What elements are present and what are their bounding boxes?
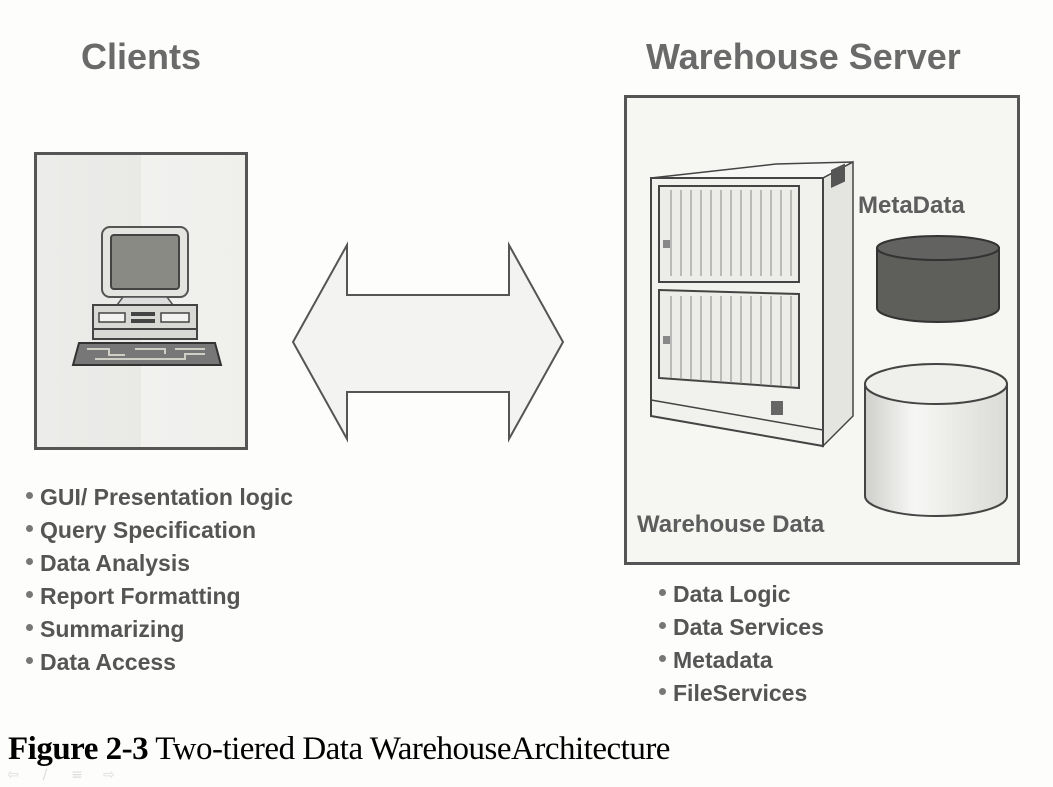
bullet-icon bbox=[659, 622, 666, 630]
bullet-icon bbox=[26, 591, 33, 599]
bullet-icon bbox=[659, 688, 666, 696]
next-slide-icon[interactable]: ⇨ bbox=[103, 767, 115, 783]
warehouse-server-heading: Warehouse Server bbox=[646, 36, 961, 77]
list-item: FileServices bbox=[659, 677, 824, 710]
list-item: Report Formatting bbox=[26, 580, 293, 613]
list-item: Data Access bbox=[26, 646, 293, 679]
bullet-icon bbox=[659, 589, 666, 597]
figure-number: Figure 2-3 bbox=[8, 731, 149, 767]
figure-title: Two-tiered Data WarehouseArchitecture bbox=[148, 731, 670, 767]
warehouse-database-icon bbox=[864, 363, 1008, 517]
bullet-icon bbox=[26, 657, 33, 665]
metadata-label: MetaData bbox=[858, 192, 965, 219]
list-item: Data Services bbox=[659, 611, 824, 644]
clients-heading: Clients bbox=[81, 36, 202, 77]
client-functions-list: GUI/ Presentation logic Query Specificat… bbox=[26, 481, 293, 679]
warehouse-data-label: Warehouse Data bbox=[637, 511, 825, 538]
list-item: Data Logic bbox=[659, 578, 824, 611]
figure-caption: Figure 2-3 Two-tiered Data WarehouseArch… bbox=[8, 731, 670, 768]
slide-nav-controls: ⇦ ∕ ≡ ⇨ bbox=[4, 768, 118, 782]
list-item: Data Analysis bbox=[26, 547, 293, 580]
bullet-icon bbox=[26, 558, 33, 566]
client-box bbox=[34, 152, 248, 450]
list-item: Query Specification bbox=[26, 514, 293, 547]
desktop-computer-icon bbox=[71, 226, 223, 366]
pen-icon[interactable]: ∕ bbox=[42, 767, 48, 783]
server-functions-list: Data Logic Data Services Metadata FileSe… bbox=[659, 578, 824, 710]
bullet-icon bbox=[26, 492, 33, 500]
metadata-database-icon bbox=[876, 235, 1000, 323]
server-cabinet-icon bbox=[650, 160, 854, 448]
previous-slide-icon[interactable]: ⇦ bbox=[7, 767, 19, 783]
list-item: GUI/ Presentation logic bbox=[26, 481, 293, 514]
double-headed-arrow-icon bbox=[291, 241, 565, 443]
list-item: Metadata bbox=[659, 644, 824, 677]
warehouse-server-box bbox=[624, 95, 1020, 565]
list-item: Summarizing bbox=[26, 613, 293, 646]
bullet-icon bbox=[26, 525, 33, 533]
bullet-icon bbox=[26, 624, 33, 632]
bullet-icon bbox=[659, 655, 666, 663]
menu-icon[interactable]: ≡ bbox=[71, 767, 83, 783]
